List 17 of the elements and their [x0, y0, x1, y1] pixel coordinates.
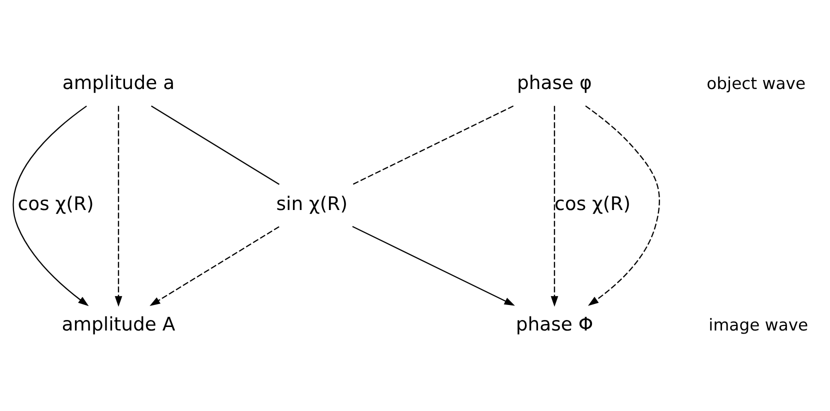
label: image wave	[708, 316, 808, 335]
arrow	[12, 106, 89, 306]
node-text: phase Φ	[516, 314, 594, 336]
connector	[151, 106, 280, 185]
arrow	[585, 105, 660, 306]
label: object wave	[706, 74, 806, 94]
arrow	[150, 226, 280, 306]
node-text: amplitude A	[62, 314, 176, 336]
node-text: phase φ	[517, 73, 592, 94]
node-text: sin χ(R)	[276, 194, 348, 215]
arrow	[550, 106, 558, 307]
edge-label: cos χ(R)	[554, 194, 631, 215]
edge-label: cos χ(R)	[18, 194, 94, 215]
connector	[352, 106, 514, 186]
node-text: amplitude a	[62, 73, 175, 94]
arrow	[352, 226, 515, 306]
arrow	[114, 106, 122, 307]
